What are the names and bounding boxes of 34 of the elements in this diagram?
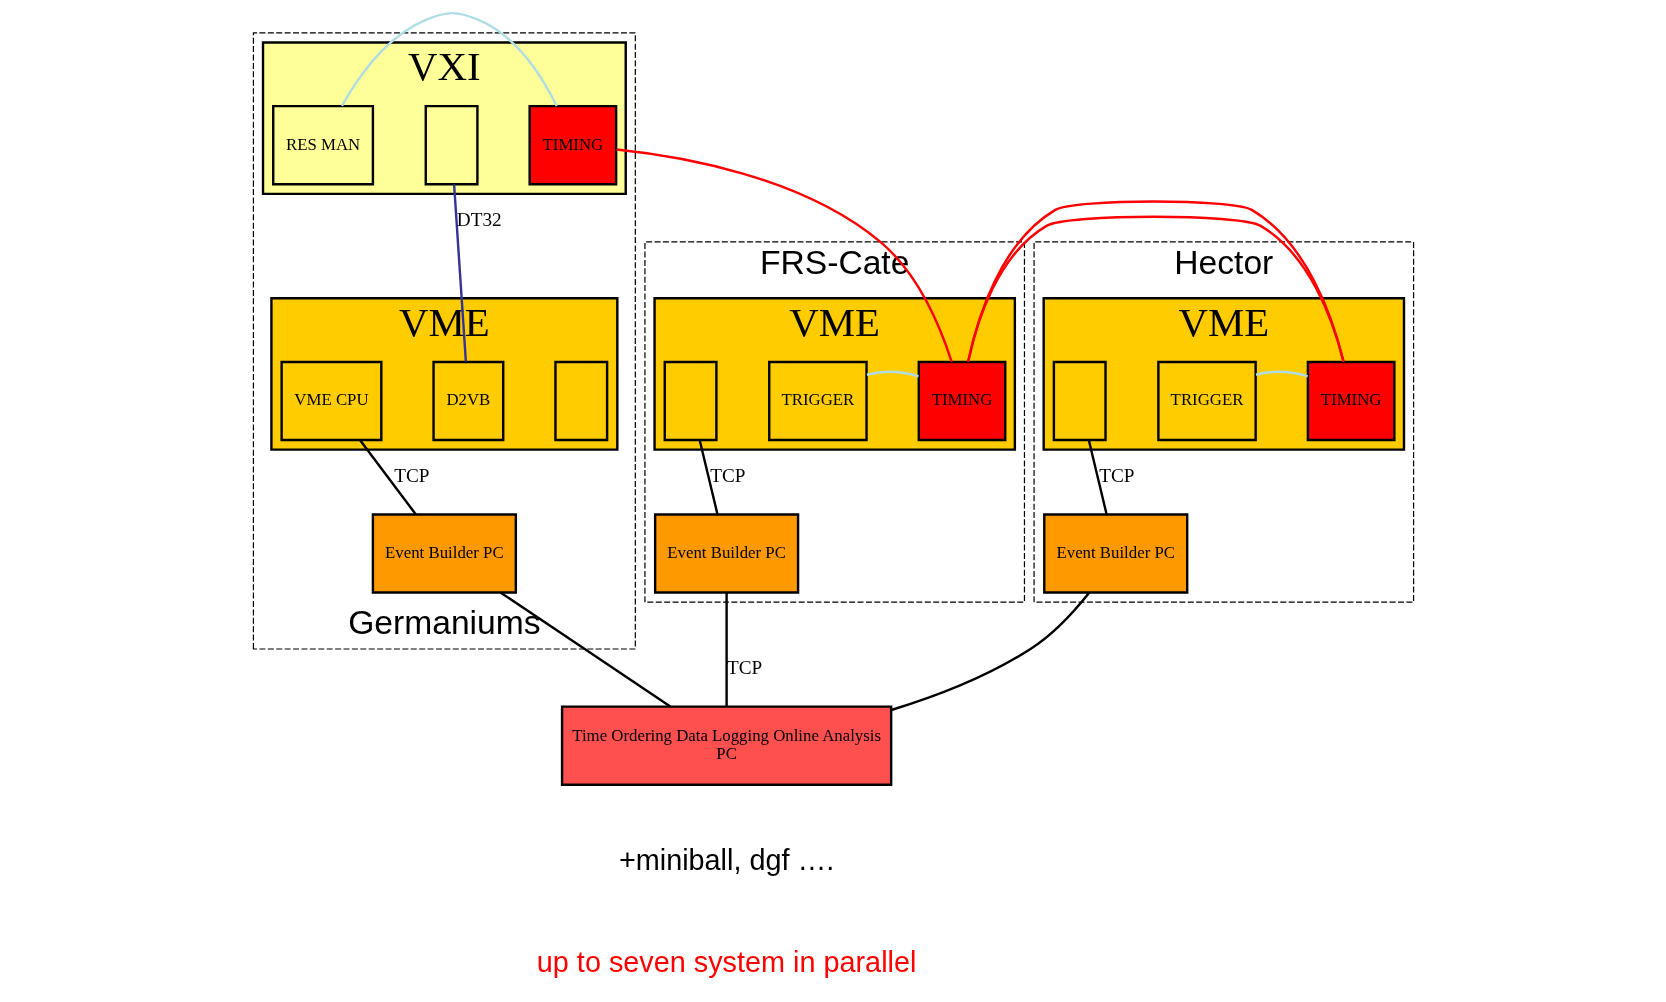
label: +miniball, dgf …. xyxy=(618,844,834,877)
connector xyxy=(616,148,953,363)
edge-label: TCP xyxy=(1098,464,1135,486)
node-box: TIMING xyxy=(1306,360,1396,442)
node-box xyxy=(553,360,608,442)
node-box: Time Ordering Data Logging Online Analysis PC xyxy=(560,705,892,786)
label: up to seven system in parallel xyxy=(536,946,916,979)
node-box: TIMING xyxy=(917,360,1006,442)
node-box xyxy=(1052,360,1107,442)
node-box: Event Builder PC xyxy=(371,513,517,594)
connector xyxy=(499,591,671,708)
node-box: D2VB xyxy=(431,360,504,442)
node-box xyxy=(663,360,718,442)
connector xyxy=(966,200,1345,363)
connector xyxy=(340,11,558,107)
edge-label: TCP xyxy=(393,464,430,486)
node-box: TIMING xyxy=(527,104,617,186)
connector xyxy=(890,592,1090,712)
node-box: RES MAN xyxy=(271,104,374,186)
node-box: Event Builder PC xyxy=(653,513,799,594)
connector xyxy=(724,592,728,707)
connector xyxy=(1087,439,1108,515)
node-box: VME CPU xyxy=(279,360,382,442)
node-box: TRIGGER xyxy=(767,360,868,442)
connector xyxy=(452,184,467,362)
edge-label: TCP xyxy=(709,464,745,486)
node-box xyxy=(424,104,479,186)
connector xyxy=(698,439,719,515)
edge-label: DT32 xyxy=(456,209,502,231)
node-box: TRIGGER xyxy=(1156,360,1257,442)
connector xyxy=(1255,370,1308,378)
connector xyxy=(358,439,417,516)
connector xyxy=(866,370,919,378)
node-box: Event Builder PC xyxy=(1042,513,1188,594)
